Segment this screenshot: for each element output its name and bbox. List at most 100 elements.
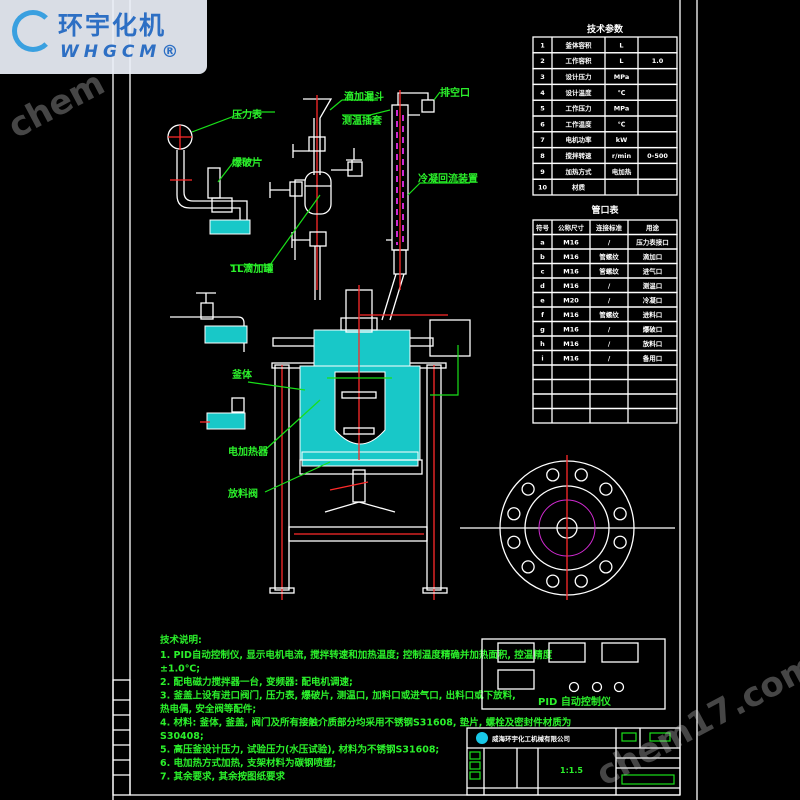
table-cell: / bbox=[608, 325, 611, 333]
table-row bbox=[532, 378, 678, 395]
table-cell: M16 bbox=[563, 325, 579, 333]
table-cell: ℃ bbox=[618, 120, 626, 128]
table-cell: 滴加口 bbox=[643, 252, 663, 261]
table-cell: ℃ bbox=[618, 89, 626, 97]
table-cell: 工作压力 bbox=[566, 104, 593, 113]
table-cell: 2 bbox=[540, 57, 545, 65]
logo-swirl-icon bbox=[12, 10, 54, 52]
table-cell: 进气口 bbox=[643, 266, 663, 275]
table-cell: 搅拌转速 bbox=[566, 151, 593, 160]
label-drip-tank: 1L滴加罐 bbox=[230, 262, 273, 275]
note-line: 3. 釜盖上设有进口阀门, 压力表, 爆破片, 测温口, 加料口或进气口, 出料… bbox=[160, 690, 516, 702]
table-cell: 管螺纹 bbox=[599, 252, 619, 261]
note-line: 6. 电加热方式加热, 支架材料为碳钢喷塑; bbox=[160, 757, 336, 769]
table-cell: / bbox=[608, 354, 611, 362]
table-cell: 备用口 bbox=[642, 353, 663, 362]
bolt-hole bbox=[613, 535, 627, 549]
table-cell: g bbox=[540, 325, 545, 333]
side-valve-details bbox=[170, 292, 248, 430]
note-line: 5. 高压釜设计压力, 试验压力(水压试验), 材料为不锈钢S31608; bbox=[160, 744, 439, 756]
table-cell: 连接标准 bbox=[596, 223, 623, 232]
table-cell: d bbox=[540, 282, 545, 290]
table-cell: 放料口 bbox=[642, 339, 663, 348]
drip-tank-assembly bbox=[230, 95, 378, 300]
brand-logo: 环宇化机 WHGCM® bbox=[0, 0, 207, 74]
table-cell: 釜体容积 bbox=[565, 40, 593, 49]
table-cell: 材质 bbox=[571, 183, 586, 192]
table-cell: r/min bbox=[612, 152, 632, 160]
table-row: 10 材质 bbox=[532, 178, 678, 196]
table-cell: 0-500 bbox=[647, 152, 668, 160]
table-cell: 测温口 bbox=[643, 281, 663, 290]
table-cell: MPa bbox=[614, 105, 629, 113]
table-cell: 5 bbox=[540, 105, 545, 113]
table-cell: a bbox=[540, 238, 544, 246]
table-cell: M16 bbox=[563, 267, 579, 275]
label-thermo-sleeve: 测温插套 bbox=[342, 114, 383, 127]
table-cell: h bbox=[540, 340, 545, 348]
bolt-hole bbox=[521, 482, 535, 496]
label-drip-funnel: 滴加漏斗 bbox=[344, 90, 384, 103]
label-discharge-valve: 放料阀 bbox=[227, 487, 258, 500]
table-cell: 爆破口 bbox=[643, 324, 663, 333]
table-cell: / bbox=[608, 296, 611, 304]
table-cell: i bbox=[541, 354, 543, 362]
table-row: d M16 / 测温口 bbox=[532, 277, 678, 294]
table-row bbox=[532, 364, 678, 381]
table-cell: 9 bbox=[540, 168, 545, 176]
table-cell: 公称尺寸 bbox=[558, 223, 585, 232]
table-cell: b bbox=[540, 253, 545, 261]
table-cell: M16 bbox=[563, 311, 579, 319]
bolt-hole bbox=[507, 507, 521, 521]
pid-label: PID 自动控制仪 bbox=[538, 695, 612, 708]
label-rupture-disc: 爆破片 bbox=[232, 156, 262, 169]
title-block: 威海环宇化工机械有限公司 1:1.5 bbox=[466, 727, 681, 796]
table-cell: 10 bbox=[538, 184, 548, 192]
label-condenser: 冷凝回流装置 bbox=[418, 172, 478, 185]
nozzle-table-title: 管口表 bbox=[591, 204, 619, 216]
note-line: 1. PID自动控制仪, 显示电机电流, 搅拌转速和加热温度; 控制温度精确并加… bbox=[160, 649, 553, 661]
table-cell: 电机功率 bbox=[566, 135, 593, 144]
bolt-hole bbox=[507, 535, 521, 549]
flange-top-view bbox=[460, 455, 675, 600]
table-cell: / bbox=[608, 238, 611, 246]
pid-panel: PID 自动控制仪 bbox=[481, 638, 666, 710]
table-cell: 1 bbox=[540, 41, 545, 49]
table-cell: 4 bbox=[540, 89, 545, 97]
table-cell: L bbox=[619, 57, 623, 65]
table-cell: 设计温度 bbox=[566, 88, 593, 97]
table-cell: / bbox=[608, 282, 611, 290]
pressure-gauge-assembly bbox=[167, 111, 275, 235]
note-line: ±1.0℃; bbox=[160, 664, 200, 675]
notes-title: 技术说明: bbox=[160, 634, 202, 646]
table-cell: M16 bbox=[563, 340, 579, 348]
table-cell: M16 bbox=[563, 253, 579, 261]
label-vent: 排空口 bbox=[440, 86, 470, 99]
note-line: S30408; bbox=[160, 731, 204, 742]
logo-english: WHGCM® bbox=[60, 42, 184, 62]
bolt-hole bbox=[574, 468, 588, 482]
label-heater: 电加热器 bbox=[228, 445, 269, 458]
scale: 1:1.5 bbox=[560, 766, 583, 775]
bolt-hole bbox=[574, 574, 588, 588]
bolt-hole bbox=[546, 468, 560, 482]
table-cell: 设计压力 bbox=[566, 72, 593, 81]
label-vessel: 釜体 bbox=[231, 368, 253, 381]
note-line: 7. 其余要求, 其余按图纸要求 bbox=[160, 771, 285, 783]
table-cell: 1.0 bbox=[652, 57, 664, 65]
table-cell: e bbox=[540, 296, 545, 304]
table-cell: 压力表接口 bbox=[636, 237, 669, 246]
table-cell: M16 bbox=[563, 282, 579, 290]
table-cell: M20 bbox=[563, 296, 579, 304]
table-cell: 7 bbox=[540, 136, 545, 144]
table-cell: / bbox=[608, 340, 611, 348]
